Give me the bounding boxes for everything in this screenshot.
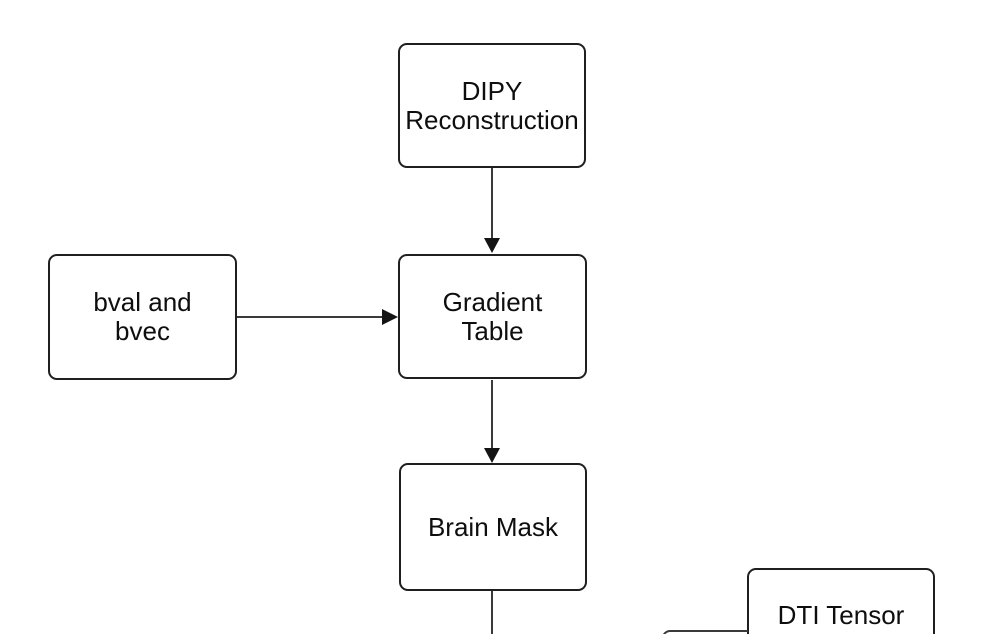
node-label-line: Brain Mask <box>427 511 559 542</box>
node-dipy-reconstruction: DIPY Reconstruction <box>398 43 586 168</box>
arrowhead-down-icon <box>484 448 500 463</box>
node-brain-mask: Brain Mask <box>399 463 587 591</box>
connector-dipy-to-gradient <box>491 168 493 240</box>
node-label-line: Reconstruction <box>405 104 579 135</box>
arrowhead-down-icon <box>484 238 500 253</box>
node-label-line: bval and <box>93 287 192 317</box>
node-dti-tensor: DTI Tensor <box>747 568 935 634</box>
node-label-line: Gradient <box>442 286 543 317</box>
node-bval-and-bvec: bval and bvec <box>48 254 237 380</box>
node-label-line: DTI Tensor <box>777 599 905 630</box>
node-gradient-table: Gradient Table <box>398 254 587 379</box>
node-label-line: Table <box>461 315 524 346</box>
connector-bval-to-gradient <box>237 316 383 318</box>
connector-gradient-to-brainmask <box>491 380 493 449</box>
connector-to-dti-tensor <box>662 630 748 634</box>
connector-brainmask-down <box>491 591 493 634</box>
node-label-line: DIPY <box>461 75 523 106</box>
arrowhead-right-icon <box>382 309 398 325</box>
node-label-line: bvec <box>115 316 170 346</box>
